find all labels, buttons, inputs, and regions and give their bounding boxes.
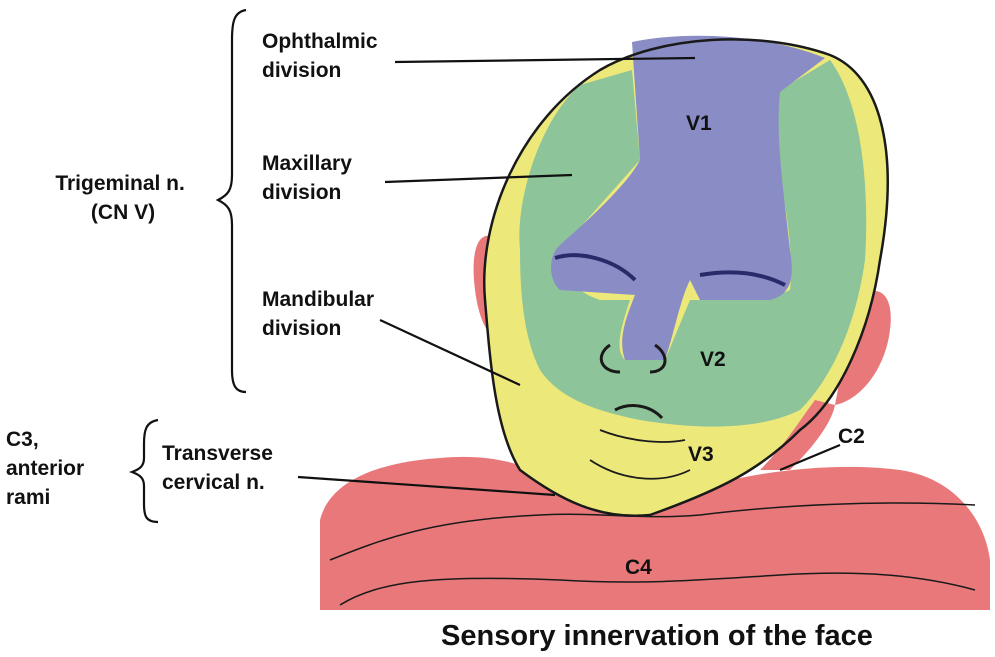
ophthalmic-line-1: Ophthalmic [262,30,378,53]
ophthalmic-line-2: division [262,59,341,82]
trigeminal-label: Trigeminal n. (CN V) [55,172,190,224]
c2-label: C2 [838,425,865,448]
transverse-line-1: Transverse [162,442,273,465]
maxillary-line-2: division [262,181,341,204]
v1-label: V1 [686,112,712,135]
mandibular-line-2: division [262,317,341,340]
maxillary-label: Maxillary division [262,152,358,204]
trigeminal-line-2: (CN V) [91,201,155,224]
caption: Sensory innervation of the face [441,620,873,652]
c3-line-1: C3, [6,428,39,451]
v3-label: V3 [688,443,714,466]
trigeminal-line-1: Trigeminal n. [55,172,185,195]
c3-line-3: rami [6,486,50,509]
mandibular-line-1: Mandibular [262,288,374,311]
v2-label: V2 [700,348,726,371]
c3-line-2: anterior [6,457,84,480]
transverse-label: Transverse cervical n. [162,442,279,494]
c3-label: C3, anterior rami [6,428,90,509]
c4-label: C4 [625,556,652,579]
mandibular-label: Mandibular division [262,288,380,340]
maxillary-line-1: Maxillary [262,152,352,175]
c3-brace [132,420,158,522]
trigeminal-brace [218,10,246,392]
ophthalmic-label: Ophthalmic division [262,30,383,82]
transverse-line-2: cervical n. [162,471,265,494]
